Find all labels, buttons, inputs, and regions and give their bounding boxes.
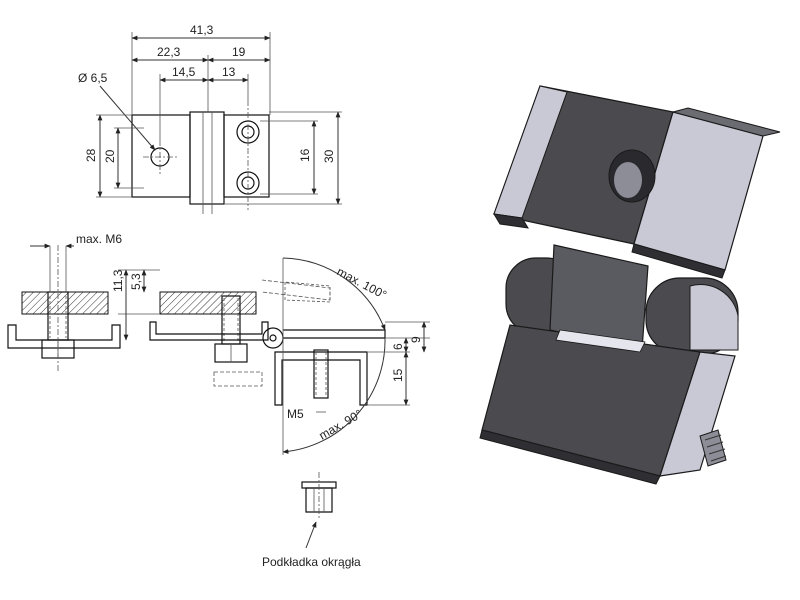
washer-detail: Podkładka okrągła <box>262 472 361 569</box>
washer-nut <box>305 487 333 513</box>
panel-side <box>159 291 257 315</box>
top-view: 41,3 22,3 19 14,5 13 Ø 6,5 28 20 16 30 <box>78 23 342 214</box>
dim-41-3: 41,3 <box>190 23 214 37</box>
right-leaf-outline <box>223 114 270 198</box>
section-view: max. M6 <box>7 232 122 372</box>
dim-14-5: 14,5 <box>172 65 196 79</box>
dim-20: 20 <box>103 149 117 163</box>
dim-max-100: max. 100° <box>335 264 390 302</box>
threaded-stud <box>699 429 727 467</box>
washer-label: Podkładka okrągła <box>262 555 361 569</box>
knuckle-outline <box>189 111 225 205</box>
dim-15: 15 <box>391 368 405 382</box>
panel-section <box>21 291 109 315</box>
dim-22-3: 22,3 <box>157 45 181 59</box>
dim-max-m6: max. M6 <box>76 232 122 246</box>
dim-m5: M5 <box>287 407 304 421</box>
dim-30: 30 <box>322 149 336 163</box>
dim-11-3: 11,3 <box>111 269 125 292</box>
dim-28: 28 <box>84 148 98 162</box>
opening-diagram: max. 100° max. 90° M5 9 6 15 <box>213 257 430 455</box>
dim-13: 13 <box>222 65 236 79</box>
dim-5-3: 5,3 <box>129 273 143 290</box>
dim-9: 9 <box>409 336 423 343</box>
pivot-knuckle <box>262 327 284 349</box>
mount-channel <box>274 351 368 406</box>
dim-16: 16 <box>298 148 312 162</box>
side-view: 11,3 5,3 <box>111 269 269 363</box>
hinge-3d-render <box>479 85 781 485</box>
left-leaf-outline <box>131 114 191 198</box>
dim-diameter: Ø 6,5 <box>78 71 108 85</box>
dim-19: 19 <box>232 45 246 59</box>
dim-6: 6 <box>391 343 405 350</box>
